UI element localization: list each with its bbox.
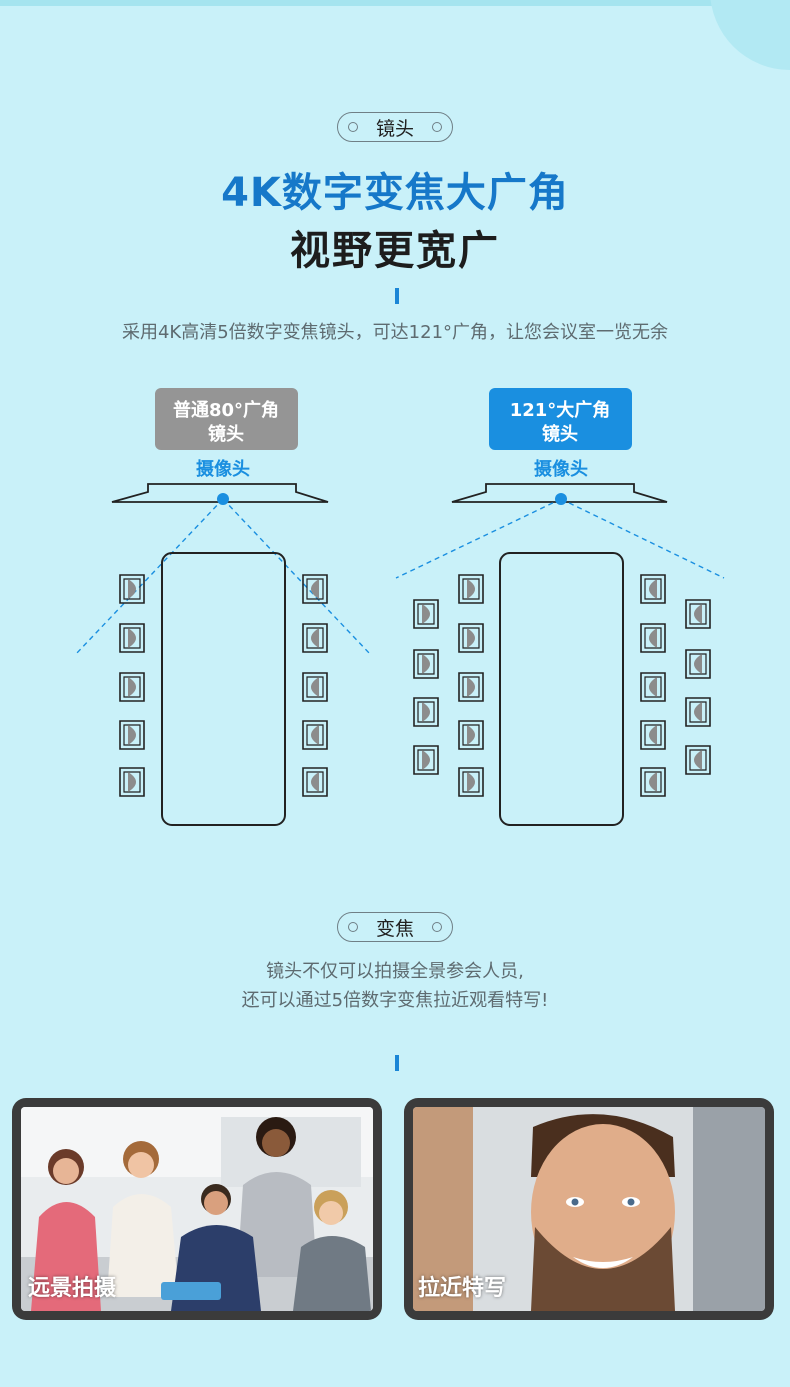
zoom-description-line2: 还可以通过5倍数字变焦拉近观看特写! [241,990,549,1011]
divider-bar [395,288,399,304]
left-badge-line1: 普通80°广角 [173,399,279,421]
right-badge-line2: 镜头 [542,423,578,445]
right-camera-label: 摄像头 [534,458,588,480]
left-badge [155,388,298,450]
pill-dot-icon [347,122,358,132]
room-diagram: 普通80°广角 镜头 摄像头 121°大广角 镜头 摄像头 [75,388,725,826]
right-badge-line1: 121°大广角 [510,399,611,421]
right-badge [489,388,632,450]
pill-dot-icon [432,922,443,932]
top-band [0,0,790,6]
divider-bar [395,1055,399,1071]
left-camera-label: 摄像头 [196,458,250,480]
left-camera-mount [111,483,329,503]
photo-close [413,1107,765,1311]
section-pill-zoom-label: 变焦 [375,917,415,940]
closeup-photo-image [413,1107,765,1311]
group-photo-image [21,1107,373,1311]
pill-dot-icon [347,922,358,932]
photo-card-far: 远景拍摄 [12,1098,382,1320]
section-pill-lens: 镜头 [336,112,454,142]
left-badge-line2: 镜头 [208,423,244,445]
diagram-left: 普通80°广角 镜头 摄像头 [75,388,371,826]
headline-primary: 4K数字变焦大广角 [221,170,569,216]
caption-far: 远景拍摄 [28,1276,117,1301]
diagram-right: 121°大广角 镜头 摄像头 [395,388,725,826]
section-pill-lens-label: 镜头 [375,117,415,140]
photo-card-close: 拉近特写 [404,1098,774,1320]
right-camera-mount [451,483,668,503]
left-table [161,552,286,826]
headline-secondary: 视野更宽广 [290,228,500,274]
lens-description: 采用4K高清5倍数字变焦镜头，可达121°广角，让您会议室一览无余 [121,322,669,343]
corner-decoration [710,0,790,70]
photo-far [21,1107,373,1311]
caption-close: 拉近特写 [418,1276,507,1301]
zoom-description-line1: 镜头不仅可以拍摄全景参会人员, [266,961,524,982]
pill-dot-icon [432,122,443,132]
section-pill-zoom: 变焦 [336,912,454,942]
right-table [499,552,624,826]
